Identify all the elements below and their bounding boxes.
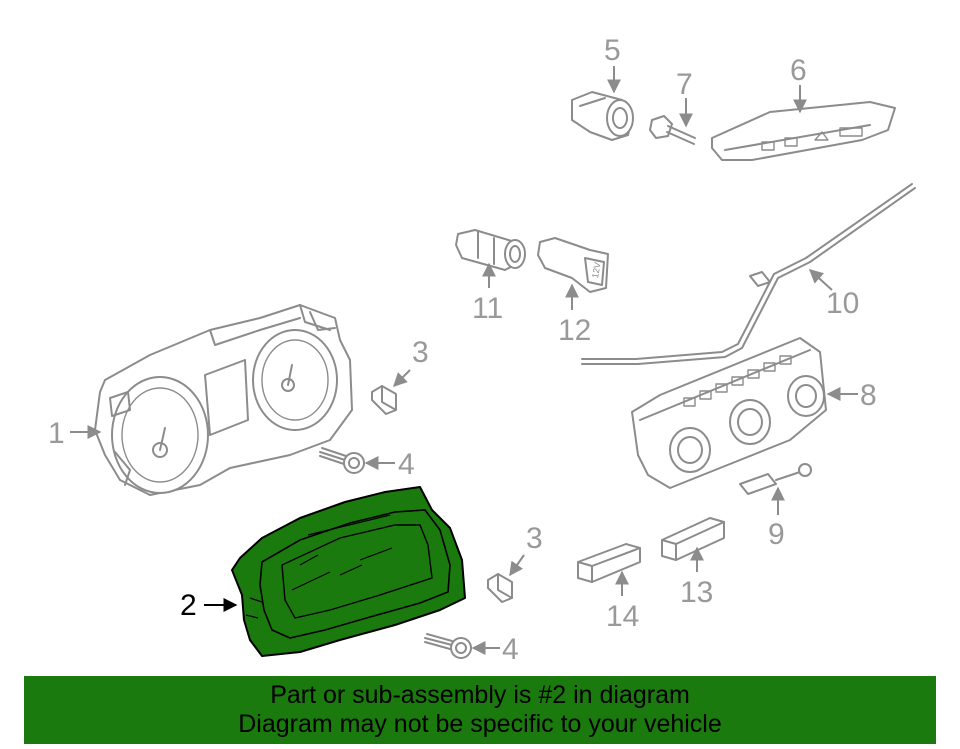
callout-leaders [70, 66, 858, 655]
part-6-switch-panel [711, 101, 896, 161]
callout-6: 6 [790, 54, 807, 87]
part-4-bolt-lower [424, 633, 472, 659]
callout-4-lower: 4 [502, 633, 519, 666]
socket-label: 12V [590, 261, 603, 279]
part-12-power-socket: 12V [537, 237, 609, 293]
part-3-bracket-lower [487, 573, 513, 603]
callout-8: 8 [860, 379, 877, 412]
callout-10: 10 [826, 287, 859, 320]
callout-4-upper: 4 [398, 448, 415, 481]
callout-9: 9 [768, 518, 785, 551]
banner-line-1: Part or sub-assembly is #2 in diagram [270, 681, 690, 709]
callout-7: 7 [676, 68, 693, 101]
callout-12: 12 [558, 314, 591, 347]
part-4-bolt-upper [319, 447, 365, 474]
callout-11: 11 [472, 292, 503, 325]
part-9-sensor [739, 463, 812, 495]
callout-2: 2 [180, 589, 197, 622]
part-10-cable [581, 183, 916, 365]
callout-3-lower: 3 [526, 522, 543, 555]
part-1-cluster-housing [94, 304, 353, 496]
part-11-connector [455, 229, 526, 271]
callout-1: 1 [48, 417, 65, 450]
part-7-screw [649, 115, 696, 145]
part-8-climate-panel [631, 337, 827, 489]
climate-buttons [683, 355, 792, 407]
part-5-knob-switch [571, 91, 634, 141]
part-14-switch [577, 543, 641, 583]
part-2-digital-display [231, 486, 466, 657]
callout-14: 14 [606, 600, 639, 633]
callout-labels: 1 2 3 3 4 4 5 6 7 8 9 10 11 12 13 14 [48, 34, 877, 666]
callout-3-upper: 3 [412, 336, 429, 369]
part-3-bracket-upper [371, 385, 397, 415]
banner-line-2: Diagram may not be specific to your vehi… [238, 710, 722, 738]
callout-13: 13 [680, 576, 713, 609]
notice-banner: Part or sub-assembly is #2 in diagram Di… [24, 676, 936, 744]
part-13-switch [661, 517, 725, 561]
callout-5: 5 [604, 34, 621, 67]
